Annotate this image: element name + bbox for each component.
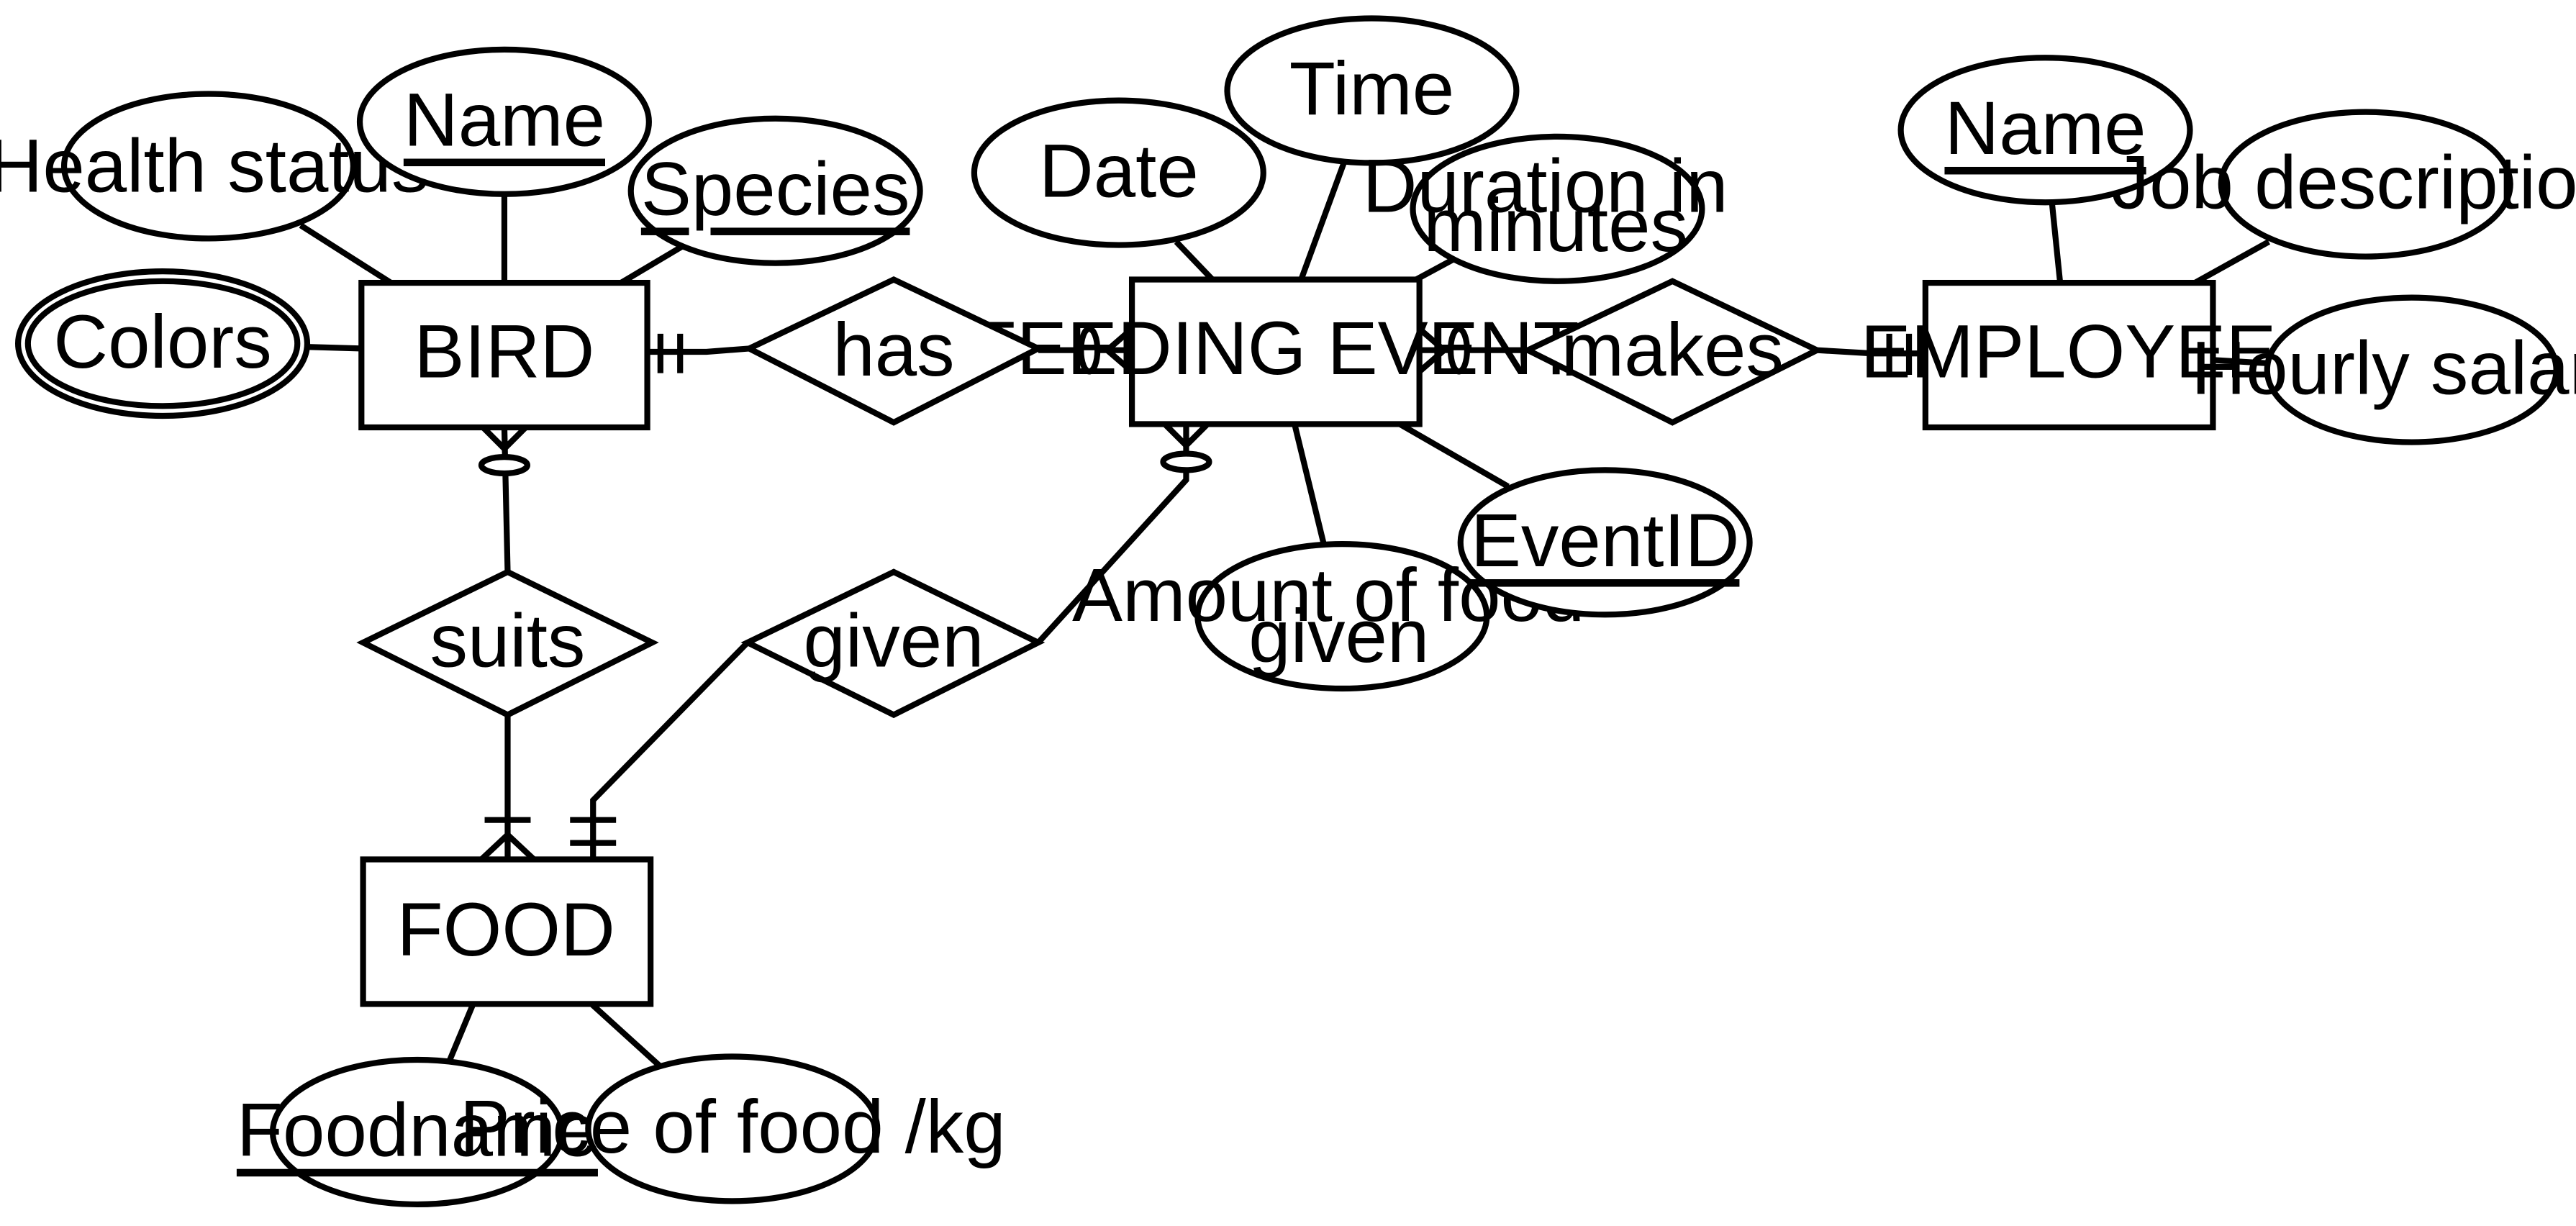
marker-suits-bird-zero-many bbox=[478, 425, 531, 477]
attribute-event-date-label: Date bbox=[1039, 129, 1199, 213]
entity-bird: BIRD bbox=[358, 279, 650, 431]
entity-food: FOOD bbox=[360, 856, 654, 1007]
entity-employee-label: EMPLOYEE bbox=[1861, 309, 2277, 394]
relationship-suits: suits bbox=[356, 568, 659, 719]
attribute-event-id-label: EventID bbox=[1471, 499, 1740, 583]
cardinality-markers bbox=[478, 325, 1913, 862]
marker-suits-food-one-many bbox=[479, 817, 536, 862]
relationship-suits-label: suits bbox=[430, 599, 586, 683]
link-food-name bbox=[445, 1002, 476, 1065]
relationship-has: has bbox=[742, 276, 1046, 426]
attribute-employee-name: Name bbox=[1897, 55, 2193, 206]
attribute-event-date: Date bbox=[971, 97, 1266, 248]
attribute-event-duration-label: Duration in minutes bbox=[1363, 144, 1749, 268]
link-event-time bbox=[1298, 162, 1347, 281]
entity-feeding-event: FEEDING EVENT bbox=[971, 276, 1579, 427]
entity-feeding-event-label: FEEDING EVENT bbox=[971, 306, 1579, 391]
attribute-bird-name-label: Name bbox=[404, 78, 605, 163]
relationship-makes: makes bbox=[1520, 278, 1824, 426]
link-event-id bbox=[1398, 421, 1510, 489]
link-bird-species bbox=[619, 244, 684, 286]
relationship-given: given bbox=[740, 568, 1046, 719]
attribute-event-duration: Duration in minutes bbox=[1363, 133, 1749, 284]
marker-makes-employee-one-mandatory bbox=[1886, 333, 1913, 375]
attribute-bird-name: Name bbox=[356, 46, 652, 197]
attribute-bird-colors-label: Colors bbox=[53, 300, 271, 384]
link-food-price bbox=[589, 1002, 664, 1071]
attribute-employee-salary: Hourly salary bbox=[2191, 294, 2576, 445]
attribute-event-amount-line-2: given bbox=[1248, 594, 1429, 678]
attribute-event-duration-line-2: minutes bbox=[1423, 183, 1688, 268]
attribute-event-id: EventID bbox=[1457, 467, 1753, 618]
link-employee-salary bbox=[2213, 357, 2269, 367]
attribute-employee-name-label: Name bbox=[1944, 86, 2146, 171]
marker-has-feeding-event-zero-many bbox=[1078, 325, 1134, 375]
attribute-food-price-label: Price of food /kg bbox=[460, 1085, 1006, 1169]
relationship-makes-label: makes bbox=[1561, 308, 1784, 392]
attribute-event-time-label: Time bbox=[1289, 47, 1454, 131]
link-bird-health-status bbox=[299, 222, 393, 286]
attribute-employee-job: Job description bbox=[2112, 109, 2576, 260]
attribute-event-duration-line-1: Duration in bbox=[1363, 144, 1728, 228]
attribute-bird-health-status-label: Health status bbox=[0, 124, 429, 208]
entity-employee: EMPLOYEE bbox=[1861, 279, 2277, 431]
relationship-given-label: given bbox=[804, 599, 984, 683]
attribute-bird-colors: Colors bbox=[15, 268, 311, 419]
relationship-has-label: has bbox=[833, 308, 954, 392]
link-event-date bbox=[1174, 240, 1215, 282]
link-event-amount bbox=[1292, 423, 1328, 547]
link-employee-job bbox=[2193, 239, 2271, 286]
marker-given-food-one-mandatory bbox=[570, 817, 617, 846]
link-bird-colors bbox=[305, 344, 362, 352]
attribute-food-name: Foodname bbox=[237, 1056, 598, 1208]
attribute-event-time: Time bbox=[1224, 15, 1520, 166]
entity-food-label: FOOD bbox=[397, 888, 615, 972]
link-event-duration bbox=[1415, 255, 1457, 283]
link-given-food bbox=[590, 640, 750, 860]
attribute-food-price: Price of food /kg bbox=[460, 1053, 1006, 1204]
link-employee-name bbox=[2049, 201, 2064, 283]
attribute-bird-species: Species bbox=[627, 115, 923, 266]
attribute-bird-species-label: Species bbox=[641, 147, 910, 231]
entity-bird-label: BIRD bbox=[414, 309, 594, 394]
link-bird-has bbox=[647, 345, 750, 355]
marker-bird-has-one-mandatory bbox=[657, 333, 684, 373]
attribute-food-name-label: Foodname bbox=[237, 1089, 598, 1173]
marker-makes-feeding-event-zero-many bbox=[1417, 325, 1470, 375]
attribute-bird-health-status: Health status bbox=[0, 91, 429, 242]
marker-given-feeding-event-zero-many bbox=[1160, 422, 1212, 473]
attribute-employee-salary-label: Hourly salary bbox=[2191, 326, 2576, 410]
attribute-employee-job-label: Job description bbox=[2112, 140, 2576, 224]
